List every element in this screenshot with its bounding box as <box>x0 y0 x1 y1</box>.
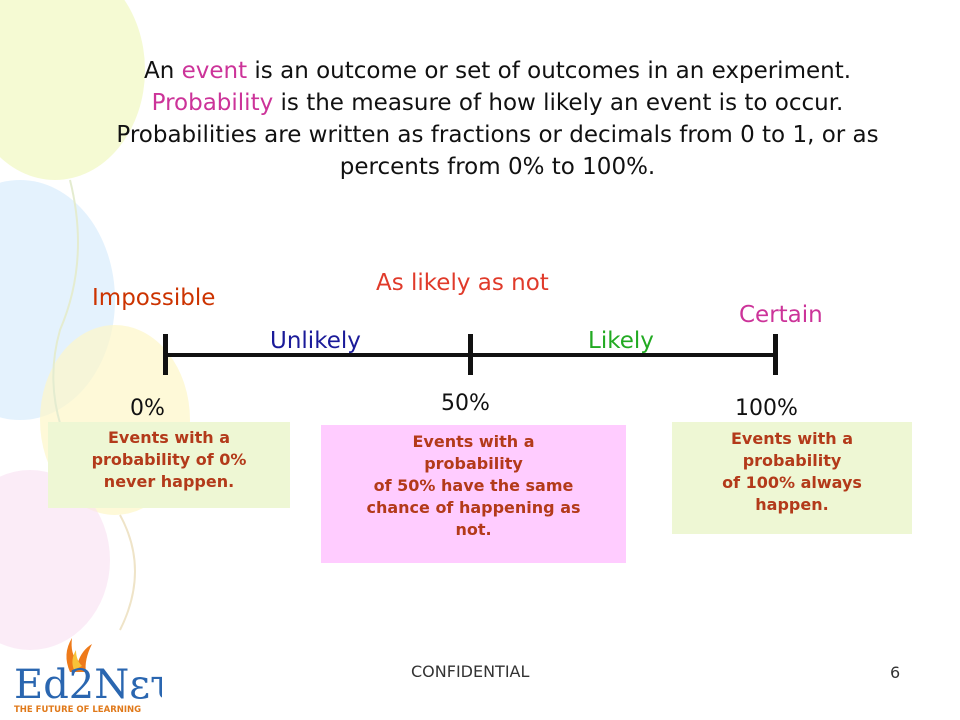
info-box-0-percent: Events with a probability of 0% never ha… <box>48 422 290 508</box>
ed2net-logo: Ed2Nετ THE FUTURE OF LEARNING <box>14 638 162 715</box>
label-as-likely-as-not: As likely as not <box>376 270 549 296</box>
info-box-50-percent: Events with a probability of 50% have th… <box>321 425 626 563</box>
logo-tagline: THE FUTURE OF LEARNING <box>14 705 141 715</box>
label-certain: Certain <box>739 302 823 328</box>
percent-100-label: 100% <box>735 396 798 421</box>
info-box-100-percent: Events with a probability of 100% always… <box>672 422 912 534</box>
intro-paragraph: An event is an outcome or set of outcome… <box>116 58 879 180</box>
confidential-label: CONFIDENTIAL <box>411 662 530 681</box>
page-number: 6 <box>890 663 901 682</box>
logo-flame-icon <box>66 638 92 672</box>
label-likely: Likely <box>588 328 654 354</box>
label-impossible: Impossible <box>92 285 216 311</box>
logo-wordmark: Ed2Nετ <box>14 662 162 708</box>
keyword-event: event <box>181 58 248 84</box>
percent-0-label: 0% <box>130 396 165 421</box>
keyword-probability: Probability <box>151 90 274 116</box>
tick-0 <box>163 334 168 375</box>
tick-100 <box>773 334 778 375</box>
label-unlikely: Unlikely <box>270 328 361 354</box>
tick-50 <box>468 334 473 375</box>
percent-50-label: 50% <box>441 391 490 416</box>
